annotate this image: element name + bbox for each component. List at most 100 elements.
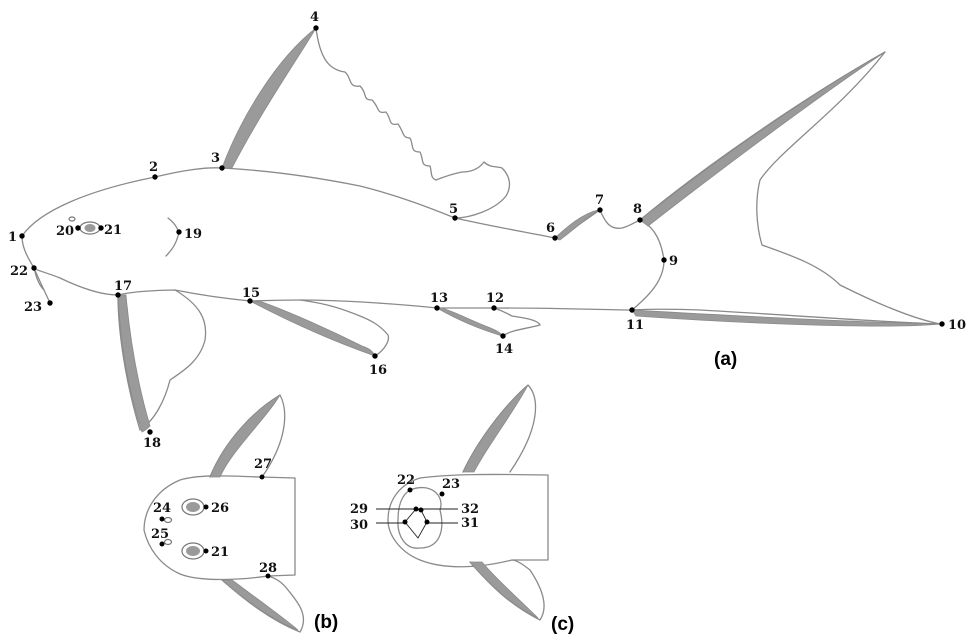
- dorsal-view: 24 25 26 21 27 28 (b): [143, 394, 338, 633]
- panel-label-a: (a): [714, 349, 737, 370]
- landmark-22: 22: [397, 473, 415, 493]
- landmark-label: 18: [143, 436, 161, 451]
- mouth-diamond: [404, 508, 428, 539]
- landmark-label: 31: [461, 516, 479, 531]
- landmark-label: 30: [350, 518, 368, 533]
- pectoral-fin: [117, 289, 207, 431]
- fin-lower-dorsal-ray: [220, 579, 299, 631]
- landmark-label: 23: [442, 477, 460, 492]
- caudal-fin-lower-ray: [631, 309, 941, 327]
- landmark-20: 20: [56, 224, 81, 239]
- landmark-label: 7: [595, 193, 604, 208]
- landmark-label: 32: [461, 502, 479, 517]
- landmark-label: 4: [310, 10, 319, 25]
- dorsal-fin: [224, 27, 511, 219]
- landmark-4: 4: [310, 10, 319, 31]
- landmark-label: 28: [259, 561, 277, 576]
- landmark-label: 27: [254, 457, 272, 472]
- eye-pupil: [186, 502, 200, 512]
- landmark-label: 29: [350, 502, 368, 517]
- pelvic-fin-ray: [249, 300, 376, 357]
- nostril-icon: [163, 538, 173, 546]
- caudal-fin-upper-ray: [639, 51, 886, 227]
- landmark-21: 21: [203, 545, 229, 560]
- landmark-label: 13: [430, 291, 448, 306]
- landmark-10: 10: [939, 318, 966, 333]
- landmark-7: 7: [595, 193, 604, 213]
- anal-fin-ray: [435, 307, 505, 337]
- landmark-8: 8: [633, 202, 643, 223]
- landmark-29: 29: [350, 502, 419, 517]
- landmark-label: 3: [211, 151, 220, 166]
- panel-label-c: (c): [551, 614, 574, 635]
- landmark-label: 26: [211, 501, 229, 516]
- landmark-15: 15: [242, 286, 260, 304]
- landmark-23: 23: [24, 300, 53, 315]
- nostril-icon: [68, 216, 76, 222]
- head-outline-dorsal: [143, 475, 296, 581]
- landmark-16: 16: [369, 353, 387, 378]
- landmark-label: 15: [242, 286, 260, 301]
- landmark-label: 8: [633, 202, 642, 217]
- landmark-label: 22: [397, 473, 415, 488]
- mouth-outline: [397, 486, 443, 549]
- landmark-label: 24: [153, 501, 171, 516]
- landmark-label: 6: [546, 221, 555, 236]
- landmark-18: 18: [143, 429, 161, 451]
- landmark-26: 26: [203, 501, 229, 516]
- landmark-label: 17: [114, 279, 132, 294]
- ventral-view: 22 23 29 30 31 32 (c): [350, 384, 574, 635]
- landmark-21: 21: [98, 223, 122, 238]
- panel-label-b: (b): [314, 612, 338, 633]
- landmark-label: 21: [211, 545, 229, 560]
- opercle-line: [165, 217, 180, 257]
- landmark-19: 19: [176, 227, 202, 242]
- landmark-label: 19: [184, 227, 202, 242]
- landmark-label: 22: [10, 264, 28, 279]
- landmark-17: 17: [114, 279, 132, 298]
- body-outline: [21, 167, 665, 311]
- fin-upper-dorsal-ray: [209, 394, 281, 478]
- landmark-label: 20: [56, 224, 74, 239]
- dorsal-fin-ray: [221, 27, 317, 169]
- fin-upper-ventral-ray: [462, 384, 529, 473]
- pectoral-fin-ray: [117, 294, 151, 433]
- landmark-6: 6: [546, 221, 558, 241]
- landmark-25: 25: [151, 527, 169, 547]
- landmark-24: 24: [153, 501, 171, 522]
- landmark-31: 31: [424, 516, 479, 531]
- landmark-label: 16: [369, 363, 387, 378]
- landmark-label: 25: [151, 527, 169, 542]
- landmark-32: 32: [418, 502, 479, 517]
- landmark-3: 3: [211, 151, 225, 171]
- landmark-2: 2: [149, 160, 158, 180]
- landmark-11: 11: [626, 307, 644, 333]
- landmark-label: 12: [486, 291, 504, 306]
- landmark-14: 14: [495, 333, 513, 357]
- landmark-12: 12: [486, 291, 504, 311]
- landmark-23: 23: [439, 477, 460, 497]
- landmark-label: 10: [948, 318, 966, 333]
- landmark-5: 5: [449, 202, 458, 221]
- landmark-label: 2: [149, 160, 158, 175]
- eye-pupil: [84, 224, 96, 232]
- landmark-22: 22: [10, 264, 37, 279]
- landmark-27: 27: [254, 457, 272, 480]
- adipose-fin-ray: [554, 209, 599, 241]
- landmark-label: 23: [24, 300, 42, 315]
- nostril-icon: [163, 516, 173, 524]
- fin-lower-ventral-ray: [469, 561, 539, 619]
- landmark-label: 14: [495, 342, 513, 357]
- caudal-fin: [631, 51, 941, 325]
- lateral-view: 1 2 3 4 5 6 7 8 9 10 11 12 13 14 15 16 1…: [8, 10, 966, 451]
- head-outline-ventral: [387, 473, 549, 568]
- eye-pupil: [186, 546, 200, 556]
- landmark-label: 1: [8, 230, 17, 245]
- landmark-label: 21: [104, 223, 122, 238]
- landmark-30: 30: [350, 518, 408, 533]
- landmark-label: 5: [449, 202, 458, 217]
- landmark-13: 13: [430, 291, 448, 311]
- landmark-label: 11: [626, 318, 644, 333]
- landmark-label: 9: [669, 254, 678, 269]
